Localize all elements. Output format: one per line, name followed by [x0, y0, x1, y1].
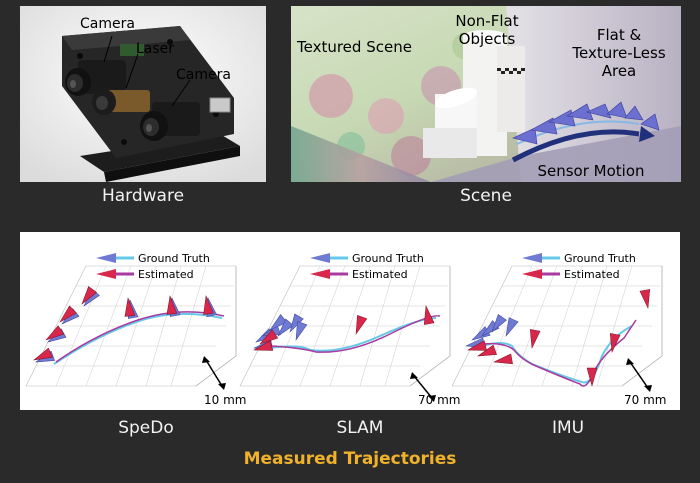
spedo-legend-gt: Ground Truth [138, 252, 210, 265]
sensor-motion-label: Sensor Motion [537, 162, 644, 180]
laser-label: Laser [136, 41, 174, 57]
slam-legend-gt: Ground Truth [352, 252, 424, 265]
slam-legend: Ground Truth Estimated [310, 252, 424, 281]
imu-caption: IMU [551, 418, 585, 438]
slam-legend-est: Estimated [352, 268, 408, 281]
slam-scale: 70 mm [418, 393, 460, 407]
imu-legend-est: Estimated [564, 268, 620, 281]
imu-scale: 70 mm [624, 393, 666, 407]
hardware-caption: Hardware [101, 186, 185, 206]
camera-top-label: Camera [80, 16, 135, 32]
hardware-panel: Camera Laser Camera [20, 6, 266, 182]
imu-legend: Ground Truth Estimated [522, 252, 636, 281]
spedo-legend: Ground Truth Estimated [96, 252, 210, 281]
plot-imu: Ground Truth Estimated 70 mm [451, 252, 666, 407]
scene-photo: Textured Scene Non-Flat Objects Flat & T… [291, 6, 681, 182]
spedo-est-line [55, 311, 225, 363]
flat-area-label-2: Texture-Less [571, 44, 665, 62]
slam-caption: SLAM [336, 418, 384, 438]
spedo-caption: SpeDo [118, 418, 174, 438]
scene-panel: Textured Scene Non-Flat Objects Flat & T… [291, 6, 681, 182]
hardware-photo: Camera Laser Camera [20, 6, 266, 182]
non-flat-label-1: Non-Flat [455, 12, 518, 30]
flat-area-label-1: Flat & [597, 26, 642, 44]
plot-slam: Ground Truth Estimated 70 mm [239, 252, 460, 407]
spedo-legend-est: Estimated [138, 268, 194, 281]
imu-legend-gt: Ground Truth [564, 252, 636, 265]
spedo-scale: 10 mm [204, 393, 246, 407]
non-flat-label-2: Objects [459, 30, 516, 48]
scene-caption: Scene [460, 186, 512, 206]
plot-spedo: Ground Truth Estimated 10 mm [25, 252, 246, 407]
slam-est-line [271, 315, 441, 353]
textured-scene-label: Textured Scene [296, 38, 412, 56]
figure-title: Measured Trajectories [243, 449, 457, 469]
flat-area-label-3: Area [602, 62, 637, 80]
camera-mid-label: Camera [176, 67, 231, 83]
imu-est-line [483, 319, 637, 387]
imu-gt-line [481, 325, 633, 384]
spedo-gt-line [53, 312, 223, 365]
trajectories-panel: Ground Truth Estimated 10 mm [20, 232, 680, 410]
